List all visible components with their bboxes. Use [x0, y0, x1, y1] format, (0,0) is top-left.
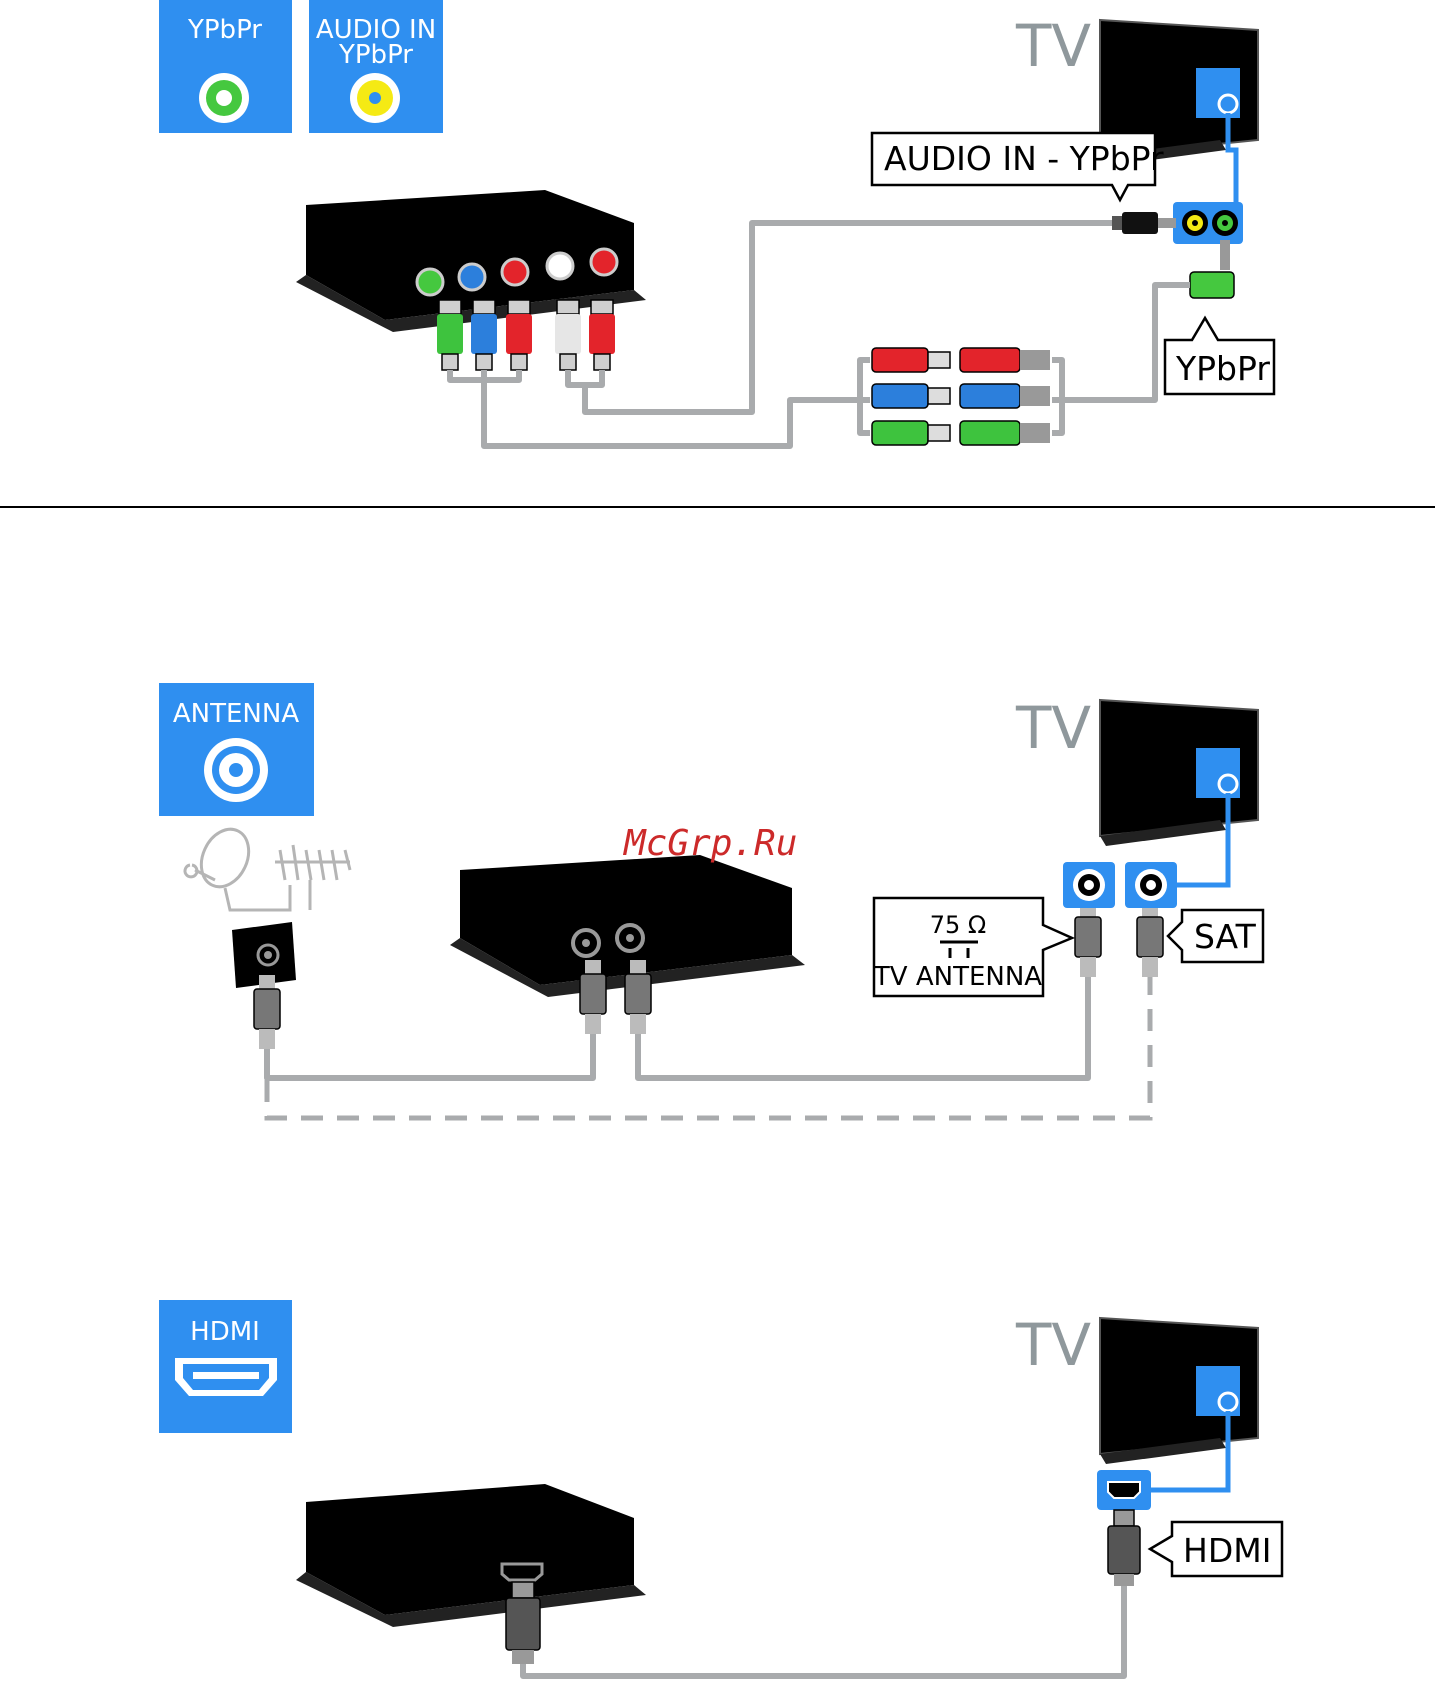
tv-hdmi-port — [1097, 1470, 1151, 1510]
tv-aerial-icon — [275, 845, 350, 910]
tv-label: TV — [1015, 694, 1091, 762]
hdmi-box-label: HDMI — [190, 1317, 260, 1347]
hdmi-port-icon — [175, 1358, 277, 1396]
tv-icon — [1100, 700, 1258, 846]
audio-in-box-sublabel: YPbPr — [338, 40, 413, 70]
antenna-jack-icon — [204, 738, 268, 802]
callout-sat-text: SAT — [1194, 917, 1257, 956]
dashed-sat-cable — [267, 977, 1150, 1118]
section-ypbpr: YPbPr AUDIO IN YPbPr TV — [159, 0, 1274, 446]
green-plug-icon — [1190, 240, 1234, 298]
callout-audio-in-text: AUDIO IN - YPbPr — [884, 139, 1164, 178]
rca-splitter-cable — [872, 348, 1050, 445]
green-jack-icon — [199, 73, 249, 123]
audio-mini-plug-icon — [1112, 212, 1176, 234]
callout-tv-antenna: 75 Ω TV ANTENNA — [873, 898, 1072, 996]
ypbpr-box-label: YPbPr — [187, 15, 262, 45]
callout-audio-in: AUDIO IN - YPbPr — [872, 133, 1164, 200]
callout-hdmi-text: HDMI — [1183, 1531, 1271, 1570]
hdmi-icon-box: HDMI — [159, 1300, 292, 1433]
tv-antenna-jacks — [1063, 862, 1177, 908]
satellite-dish-icon — [185, 822, 290, 910]
callout-antenna-ohm: 75 Ω — [930, 911, 987, 939]
tv-label: TV — [1015, 1311, 1091, 1379]
ypbpr-icon-box: YPbPr — [159, 0, 292, 133]
hdmi-plug-tv — [1108, 1510, 1140, 1586]
hdmi-cable — [523, 1586, 1124, 1676]
audio-in-ypbpr-icon-box: AUDIO IN YPbPr — [309, 0, 443, 133]
tv-label: TV — [1015, 12, 1091, 80]
callout-antenna-text: TV ANTENNA — [873, 962, 1042, 992]
hdmi-source-box — [296, 1484, 646, 1627]
callout-ypbpr: YPbPr — [1165, 318, 1274, 394]
tv-audio-ypbpr-panel — [1173, 202, 1243, 244]
antenna-icon-box: ANTENNA — [159, 683, 314, 816]
antenna-box-label: ANTENNA — [173, 699, 299, 729]
callout-sat: SAT — [1168, 910, 1263, 962]
watermark: McGrp.Ru — [622, 823, 797, 864]
section-antenna: ANTENNA TV — [159, 683, 1263, 1118]
callout-ypbpr-text: YPbPr — [1175, 349, 1270, 388]
tv-icon — [1100, 1318, 1258, 1464]
callout-hdmi: HDMI — [1150, 1522, 1282, 1576]
yellow-jack-icon — [350, 73, 400, 123]
section-hdmi: HDMI TV HDMI — [159, 1300, 1282, 1676]
